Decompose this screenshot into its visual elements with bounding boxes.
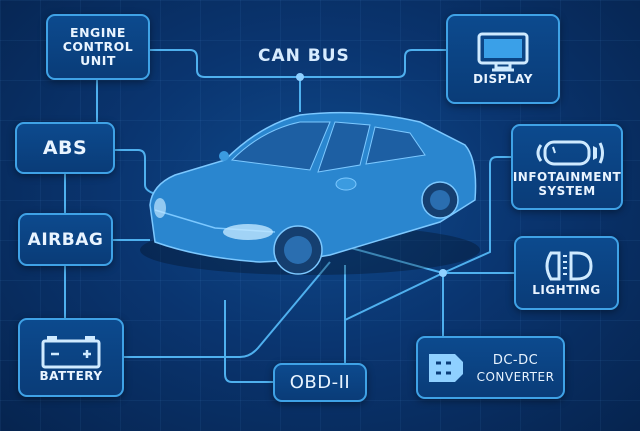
display-label: DISPLAY: [473, 72, 533, 86]
node-abs[interactable]: ABS: [15, 122, 115, 174]
wire-junction-obd: [344, 272, 444, 321]
dcdc-label-line2: CONVERTER: [476, 369, 555, 384]
bus-node: [296, 73, 304, 81]
airbag-label: AIRBAG: [27, 229, 104, 250]
node-engine-control-unit[interactable]: ENGINE CONTROL UNIT: [46, 14, 150, 80]
node-lighting[interactable]: LIGHTING: [514, 236, 619, 310]
wire-obd-left: [224, 300, 273, 383]
wire-junction-infotainment: [442, 156, 511, 274]
junction-node: [439, 269, 447, 277]
converter-module-icon: [428, 353, 463, 382]
obd-label: OBD-II: [289, 372, 351, 393]
lighting-label: LIGHTING: [532, 283, 601, 297]
ecu-label: ENGINE CONTROL UNIT: [62, 25, 134, 68]
node-dc-dc-converter[interactable]: DC-DC CONVERTER: [416, 336, 565, 399]
node-infotainment-system[interactable]: INFOTAINMENT SYSTEM: [511, 124, 623, 210]
can-bus-label: CAN BUS: [258, 46, 350, 66]
wire-battery-car: [124, 261, 331, 358]
node-obd-ii[interactable]: OBD-II: [273, 363, 367, 402]
abs-label: ABS: [42, 137, 88, 159]
battery-label: BATTERY: [39, 368, 103, 383]
wire-abs-car: [115, 149, 161, 196]
battery-icon: [41, 335, 101, 368]
headlight-icon: [545, 251, 593, 281]
wire-junction-car: [339, 244, 444, 274]
node-display[interactable]: DISPLAY: [446, 14, 560, 104]
infotainment-device-icon: [536, 140, 604, 166]
infotainment-label: INFOTAINMENT SYSTEM: [512, 170, 622, 198]
monitor-icon: [477, 32, 529, 72]
car-illustration: [140, 111, 480, 275]
node-airbag[interactable]: AIRBAG: [18, 213, 113, 266]
node-battery[interactable]: BATTERY: [18, 318, 124, 397]
dcdc-label-line1: DC-DC: [492, 352, 539, 368]
